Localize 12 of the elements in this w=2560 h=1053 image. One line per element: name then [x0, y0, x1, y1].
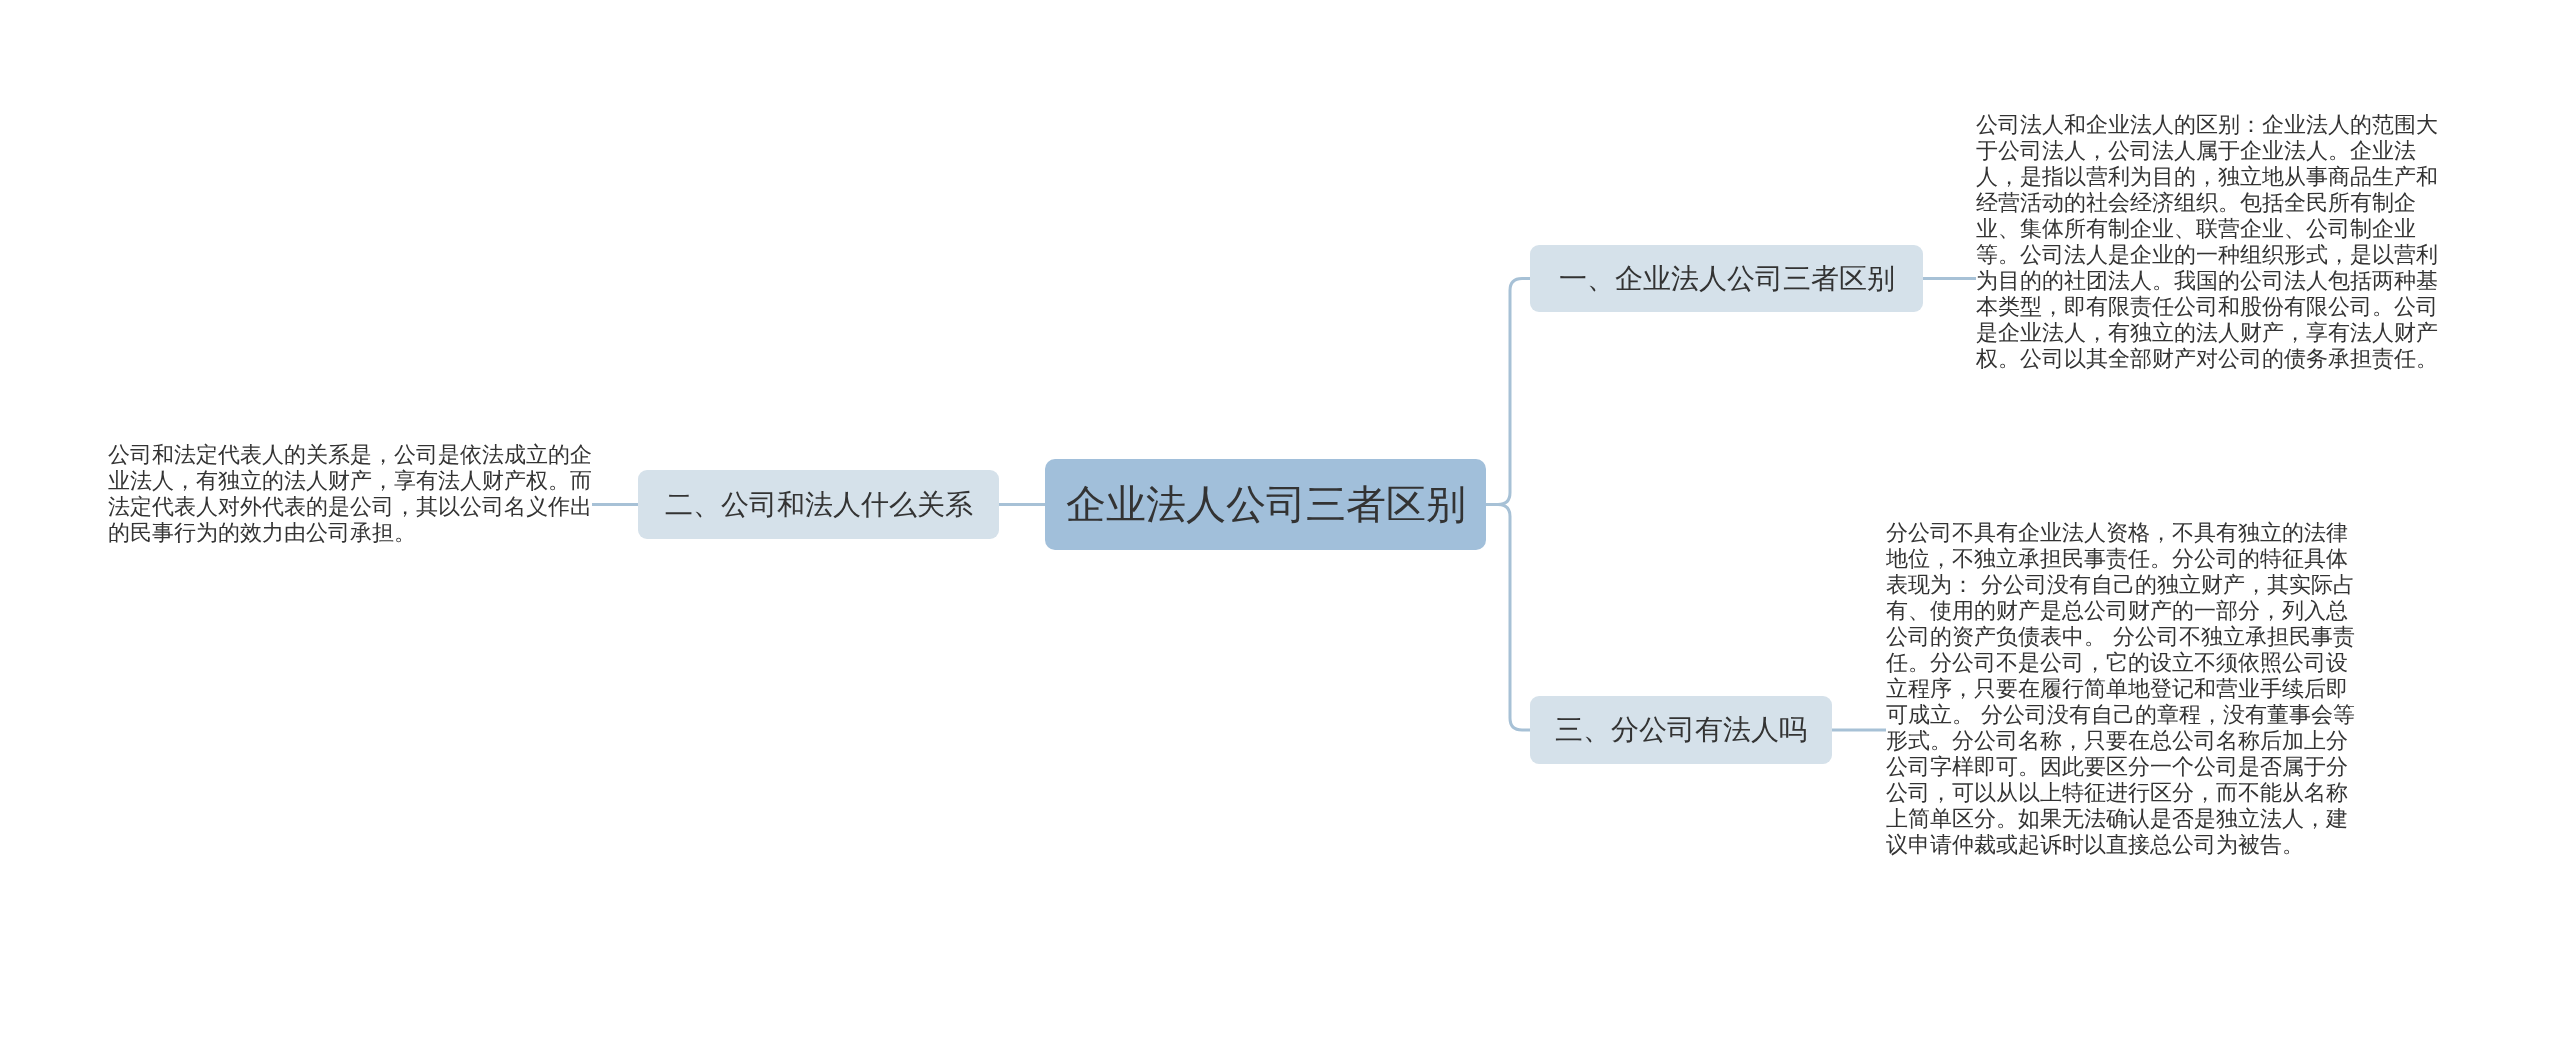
branch-topic-box: 三、分公司有法人吗	[1530, 696, 1832, 764]
note-text: 公司和法定代表人的关系是，公司是依法成立的企业法人，有独立的法人财产，享有法人财产权。而法定代表人对外代表的是公司，其以公司名义作出的民事行为的效力由公司承担。	[108, 442, 592, 566]
branch-topic-box: 一、企业法人公司三者区别	[1530, 245, 1923, 312]
connector-line	[1923, 277, 1976, 280]
connector-line	[592, 503, 638, 506]
connector-line	[999, 503, 1045, 506]
connector-line	[1486, 503, 1530, 732]
note-text: 分公司不具有企业法人资格，不具有独立的法律地位，不独立承担民事责任。分公司的特征具体表现为： 分公司没有自己的独立财产，其实际占有、使用的财产是总公司财产的一部分，列入总公司的资产负债表中。 分公司不独立承担民事责任。分公司不是公司，它的设立不须依照公司设立程序，只要在履行简单地登记和营业手续后即可成立。 分公司没有自己的章程，没有董事会等形式。分公司名称，只要在总公司名称后加上分公司字样即可。因此要区分一个公司是否属于分公司，可以从以上特征进行区分，而不能从名称上简单区分。如果无法确认是否是独立法人，建议申请仲裁或起诉时以直接总公司为被告。	[1886, 520, 2364, 944]
note-text: 公司法人和企业法人的区别：企业法人的范围大于公司法人，公司法人属于企业法人。企业法人，是指以营利为目的，独立地从事商品生产和经营活动的社会经济组织。包括全民所有制企业、集体所有制企业、联营企业、公司制企业等。公司法人是企业的一种组织形式，是以营利为目的的社团法人。我国的公司法人包括两种基本类型，即有限责任公司和股份有限公司。公司是企业法人，有独立的法人财产，享有法人财产权。公司以其全部财产对公司的债务承担责任。	[1976, 112, 2454, 448]
connector-line	[1832, 728, 1886, 732]
branch-topic-box: 二、公司和法人什么关系	[638, 470, 999, 539]
root-topic-box: 企业法人公司三者区别	[1045, 459, 1486, 550]
